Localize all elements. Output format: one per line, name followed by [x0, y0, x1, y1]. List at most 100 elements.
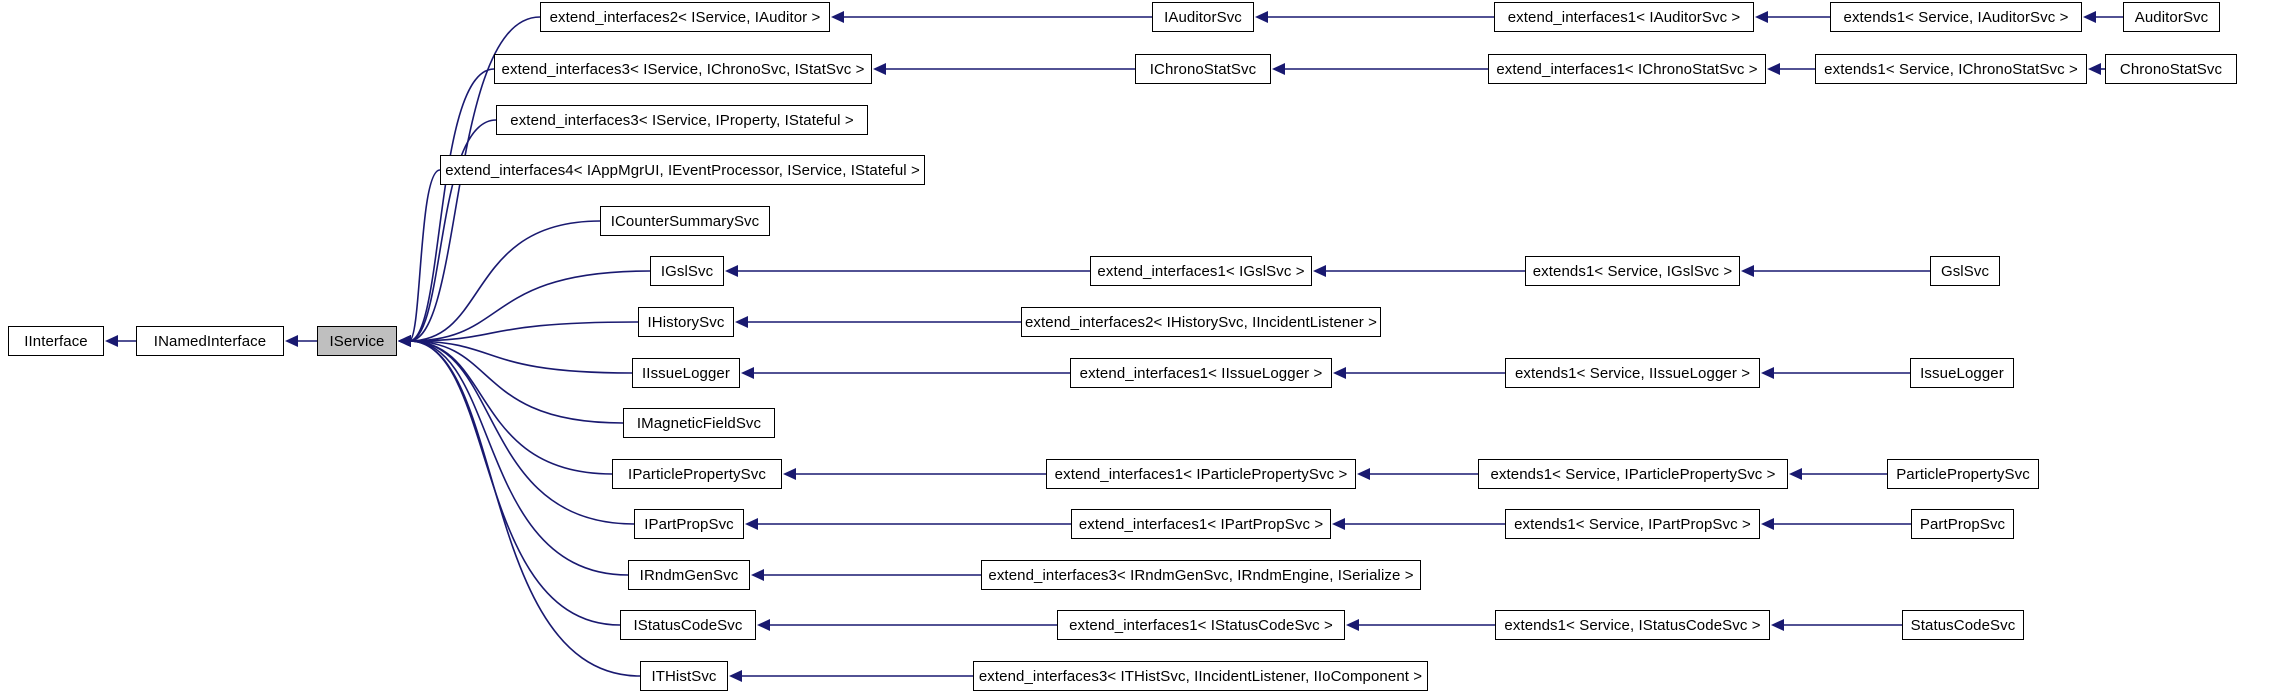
- class-node-extend-interfaces4-iappmgrui-ieventprocessor-iservice-istateful[interactable]: extend_interfaces4< IAppMgrUI, IEventPro…: [440, 155, 925, 185]
- class-node-label: IAuditorSvc: [1164, 8, 1242, 26]
- class-node-iissuelogger[interactable]: IIssueLogger: [632, 358, 740, 388]
- inheritance-edge: [1332, 518, 1505, 530]
- inheritance-arrowhead: [741, 367, 754, 379]
- class-node-extend-interfaces1-ichronostatsvc[interactable]: extend_interfaces1< IChronoStatSvc >: [1488, 54, 1766, 84]
- class-node-ipartpropsvc[interactable]: IPartPropSvc: [634, 509, 744, 539]
- class-node-igslsvc[interactable]: IGslSvc: [650, 256, 724, 286]
- class-node-extends1-service-ipartpropsvc[interactable]: extends1< Service, IPartPropSvc >: [1505, 509, 1760, 539]
- class-node-auditorsvc[interactable]: AuditorSvc: [2123, 2, 2220, 32]
- class-node-extend-interfaces3-ithistsvc-iincidentlistener-iiocomponent[interactable]: extend_interfaces3< ITHistSvc, IIncident…: [973, 661, 1428, 691]
- inheritance-edge: [729, 670, 973, 682]
- class-node-extend-interfaces1-istatuscodesvc[interactable]: extend_interfaces1< IStatusCodeSvc >: [1057, 610, 1345, 640]
- inheritance-edge: [1313, 265, 1525, 277]
- class-node-label: extends1< Service, IParticlePropertySvc …: [1490, 465, 1776, 483]
- inheritance-edge: [1741, 265, 1930, 277]
- class-node-label: extend_interfaces1< IChronoStatSvc >: [1496, 60, 1758, 78]
- class-node-extend-interfaces3-irndmgensvc-irndmengine-iserialize[interactable]: extend_interfaces3< IRndmGenSvc, IRndmEn…: [981, 560, 1421, 590]
- class-node-extends1-service-istatuscodesvc[interactable]: extends1< Service, IStatusCodeSvc >: [1495, 610, 1770, 640]
- class-node-istatuscodesvc[interactable]: IStatusCodeSvc: [620, 610, 756, 640]
- inheritance-edge: [1272, 63, 1488, 75]
- class-node-extends1-service-iauditorsvc[interactable]: extends1< Service, IAuditorSvc >: [1830, 2, 2082, 32]
- inheritance-arrowhead: [398, 335, 411, 347]
- class-node-gslsvc[interactable]: GslSvc: [1930, 256, 2000, 286]
- class-node-label: IInterface: [24, 332, 88, 350]
- class-node-irndmgensvc[interactable]: IRndmGenSvc: [628, 560, 750, 590]
- inheritance-arrowhead: [2088, 63, 2101, 75]
- class-node-partpropsvc[interactable]: PartPropSvc: [1911, 509, 2014, 539]
- inheritance-arrowhead: [1346, 619, 1359, 631]
- class-node-statuscodesvc[interactable]: StatusCodeSvc: [1902, 610, 2024, 640]
- inheritance-arrowhead: [745, 518, 758, 530]
- class-node-icountersummarysvc[interactable]: ICounterSummarySvc: [600, 206, 770, 236]
- inheritance-arrowhead: [725, 265, 738, 277]
- inheritance-edge: [745, 518, 1071, 530]
- inheritance-arrowhead: [1761, 367, 1774, 379]
- class-node-iinterface[interactable]: IInterface: [8, 326, 104, 356]
- class-node-label: extend_interfaces3< IService, IProperty,…: [510, 111, 854, 129]
- class-node-extend-interfaces1-igslsvc[interactable]: extend_interfaces1< IGslSvc >: [1090, 256, 1312, 286]
- inheritance-edge: [1357, 468, 1478, 480]
- inheritance-edge: [757, 619, 1057, 631]
- class-node-issuelogger[interactable]: IssueLogger: [1910, 358, 2014, 388]
- inheritance-edge: [2083, 11, 2123, 23]
- class-node-label: extend_interfaces3< IService, IChronoSvc…: [501, 60, 865, 78]
- class-node-label: ITHistSvc: [651, 667, 717, 685]
- class-node-extend-interfaces1-iissuelogger[interactable]: extend_interfaces1< IIssueLogger >: [1070, 358, 1332, 388]
- class-node-label: ChronoStatSvc: [2119, 60, 2223, 78]
- class-node-label: INamedInterface: [153, 332, 267, 350]
- class-node-label: extend_interfaces4< IAppMgrUI, IEventPro…: [445, 161, 920, 179]
- class-node-label: extend_interfaces1< IAuditorSvc >: [1507, 8, 1741, 26]
- class-node-extend-interfaces3-iservice-ichronosvc-istatsvc[interactable]: extend_interfaces3< IService, IChronoSvc…: [494, 54, 872, 84]
- inheritance-edge: [1789, 468, 1887, 480]
- class-node-label: IHistorySvc: [647, 313, 725, 331]
- class-node-extend-interfaces3-iservice-iproperty-istateful[interactable]: extend_interfaces3< IService, IProperty,…: [496, 105, 868, 135]
- class-node-label: StatusCodeSvc: [1910, 616, 2016, 634]
- class-node-imagneticfieldsvc[interactable]: IMagneticFieldSvc: [623, 408, 775, 438]
- class-node-extend-interfaces1-iparticlepropertysvc[interactable]: extend_interfaces1< IParticlePropertySvc…: [1046, 459, 1356, 489]
- class-node-extends1-service-igslsvc[interactable]: extends1< Service, IGslSvc >: [1525, 256, 1740, 286]
- class-node-particlepropertysvc[interactable]: ParticlePropertySvc: [1887, 459, 2039, 489]
- class-node-extends1-service-ichronostatsvc[interactable]: extends1< Service, IChronoStatSvc >: [1815, 54, 2087, 84]
- class-node-extends1-service-iparticlepropertysvc[interactable]: extends1< Service, IParticlePropertySvc …: [1478, 459, 1788, 489]
- inheritance-arrowhead: [2083, 11, 2096, 23]
- class-node-label: extend_interfaces1< IGslSvc >: [1097, 262, 1305, 280]
- inheritance-edge: [1767, 63, 1815, 75]
- class-node-extend-interfaces2-ihistorysvc-iincidentlistener[interactable]: extend_interfaces2< IHistorySvc, IIncide…: [1021, 307, 1381, 337]
- inheritance-edge: [1771, 619, 1902, 631]
- class-node-extend-interfaces2-iservice-iauditor[interactable]: extend_interfaces2< IService, IAuditor >: [540, 2, 830, 32]
- inheritance-edge: [1761, 367, 1910, 379]
- inheritance-edge: [751, 569, 981, 581]
- inheritance-arrowhead: [757, 619, 770, 631]
- class-node-chronostatsvc[interactable]: ChronoStatSvc: [2105, 54, 2237, 84]
- class-node-extend-interfaces1-iauditorsvc[interactable]: extend_interfaces1< IAuditorSvc >: [1494, 2, 1754, 32]
- class-node-iservice[interactable]: IService: [317, 326, 397, 356]
- class-node-label: PartPropSvc: [1919, 515, 2006, 533]
- class-node-extends1-service-iissuelogger[interactable]: extends1< Service, IIssueLogger >: [1505, 358, 1760, 388]
- class-node-iparticlepropertysvc[interactable]: IParticlePropertySvc: [612, 459, 782, 489]
- inheritance-arrowhead: [1255, 11, 1268, 23]
- class-node-inamedinterface[interactable]: INamedInterface: [136, 326, 284, 356]
- inheritance-edge: [725, 265, 1090, 277]
- class-node-label: ICounterSummarySvc: [610, 212, 760, 230]
- class-node-label: extend_interfaces3< IRndmGenSvc, IRndmEn…: [988, 566, 1414, 584]
- inheritance-edge: [1761, 518, 1911, 530]
- inheritance-arrowhead: [285, 335, 298, 347]
- class-node-label: extend_interfaces1< IIssueLogger >: [1079, 364, 1323, 382]
- class-node-ithistsvc[interactable]: ITHistSvc: [640, 661, 728, 691]
- class-node-ihistorysvc[interactable]: IHistorySvc: [638, 307, 734, 337]
- class-node-ichronostatsvc[interactable]: IChronoStatSvc: [1135, 54, 1271, 84]
- class-node-label: IGslSvc: [660, 262, 714, 280]
- class-node-label: IService: [329, 332, 385, 350]
- inheritance-arrowhead: [1771, 619, 1784, 631]
- class-node-extend-interfaces1-ipartpropsvc[interactable]: extend_interfaces1< IPartPropSvc >: [1071, 509, 1331, 539]
- class-node-label: extends1< Service, IChronoStatSvc >: [1824, 60, 2078, 78]
- inheritance-arrowhead: [873, 63, 886, 75]
- inheritance-edge: [1255, 11, 1494, 23]
- class-node-iauditorsvc[interactable]: IAuditorSvc: [1152, 2, 1254, 32]
- inheritance-arrowhead: [1332, 518, 1345, 530]
- class-node-label: extends1< Service, IAuditorSvc >: [1843, 8, 2069, 26]
- class-node-label: extend_interfaces2< IService, IAuditor >: [549, 8, 821, 26]
- class-node-label: IIssueLogger: [642, 364, 730, 382]
- class-node-label: IPartPropSvc: [644, 515, 734, 533]
- class-node-label: IStatusCodeSvc: [633, 616, 743, 634]
